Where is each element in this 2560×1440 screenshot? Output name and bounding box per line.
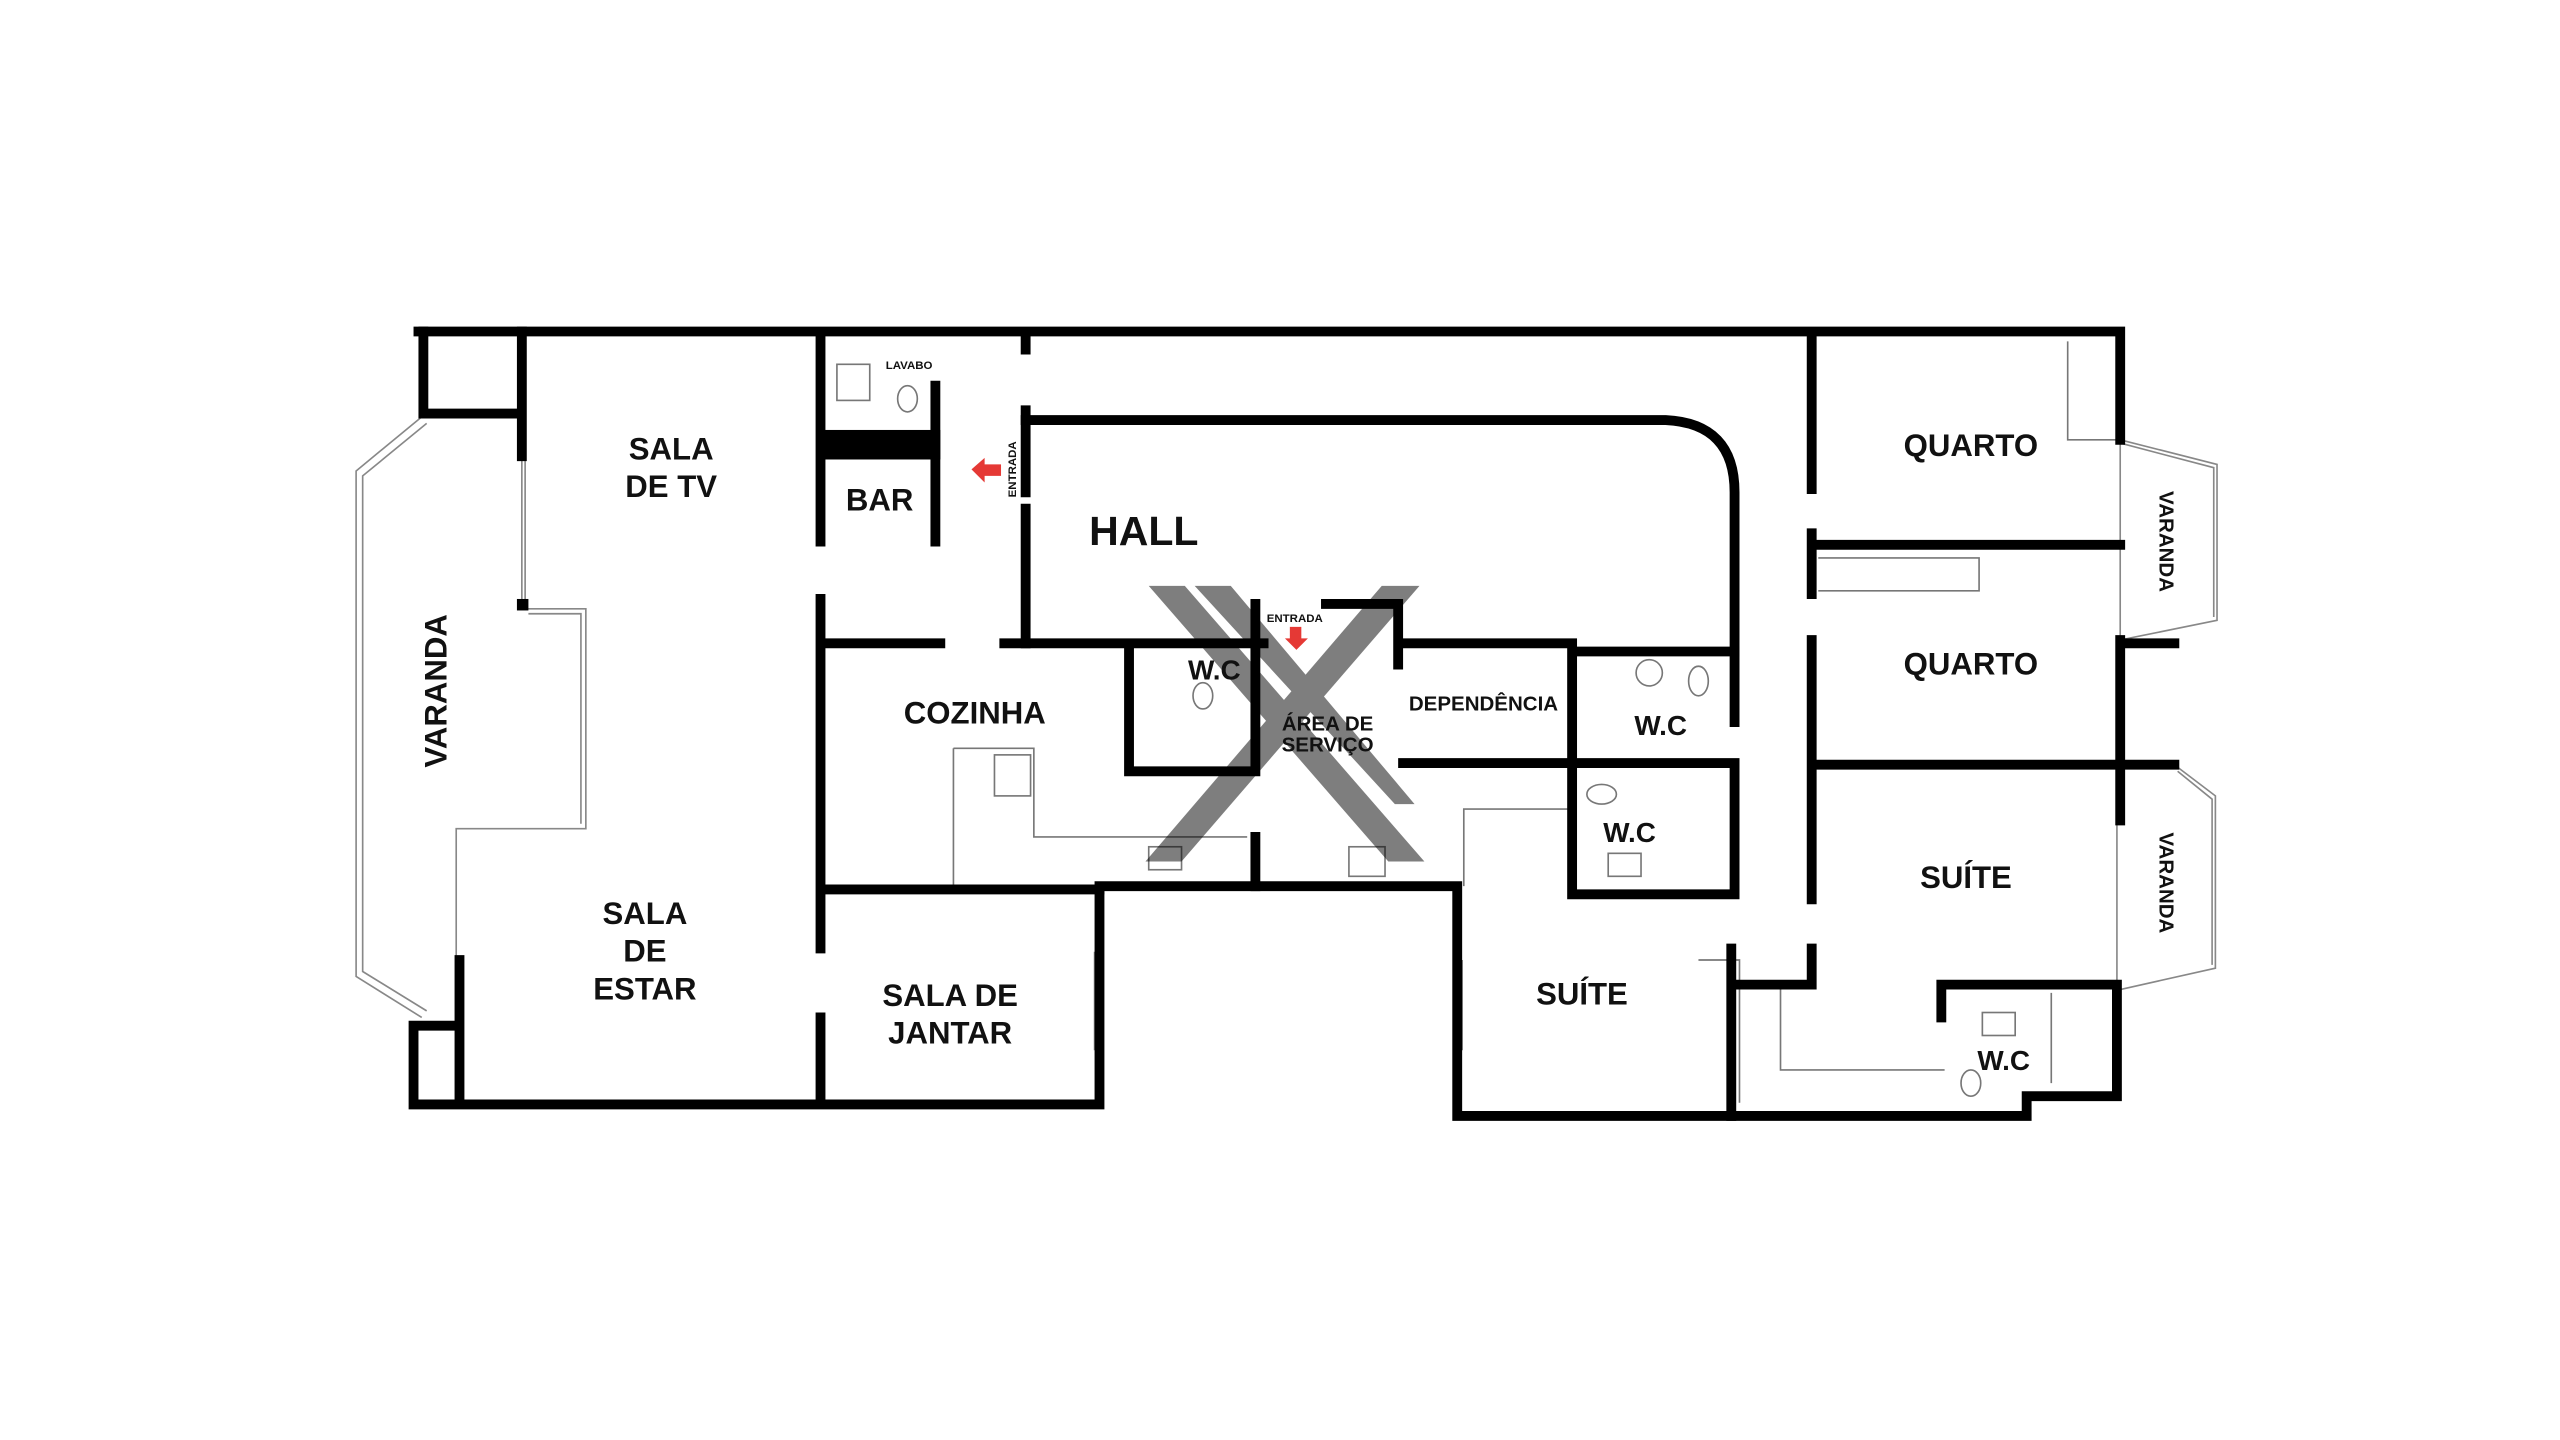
label-lavabo: LAVABO bbox=[886, 360, 933, 372]
label-bar: BAR bbox=[846, 482, 914, 517]
label-dependencia: DEPENDÊNCIA bbox=[1409, 692, 1558, 716]
label-wc-center: W.C bbox=[1188, 654, 1241, 685]
label-wc-suite1: W.C bbox=[1603, 817, 1656, 848]
label-quarto1: QUARTO bbox=[1904, 428, 2038, 463]
label-varanda-left: VARANDA bbox=[418, 614, 453, 767]
varanda-left-outline bbox=[355, 416, 587, 1019]
label-hall: HALL bbox=[1089, 508, 1198, 554]
label-entrada-main: ENTRADA bbox=[1007, 441, 1019, 497]
watermark-x-logo bbox=[1145, 585, 1425, 862]
label-varanda-right-top: VARANDA bbox=[2155, 491, 2178, 592]
entrada-service-arrow-icon bbox=[1284, 626, 1308, 650]
label-suite1: SUÍTE bbox=[1536, 976, 1628, 1011]
label-wc-dependencia: W.C bbox=[1634, 710, 1687, 741]
label-wc-suite2: W.C bbox=[1977, 1045, 2030, 1076]
label-quarto2: QUARTO bbox=[1904, 646, 2038, 681]
label-varanda-right-bottom: VARANDA bbox=[2155, 832, 2178, 933]
entrada-arrow-icon bbox=[971, 457, 1002, 483]
label-entrada-service: ENTRADA bbox=[1267, 613, 1323, 625]
label-suite2: SUÍTE bbox=[1920, 860, 2012, 895]
label-cozinha: COZINHA bbox=[904, 696, 1046, 731]
walls bbox=[408, 326, 2180, 1121]
